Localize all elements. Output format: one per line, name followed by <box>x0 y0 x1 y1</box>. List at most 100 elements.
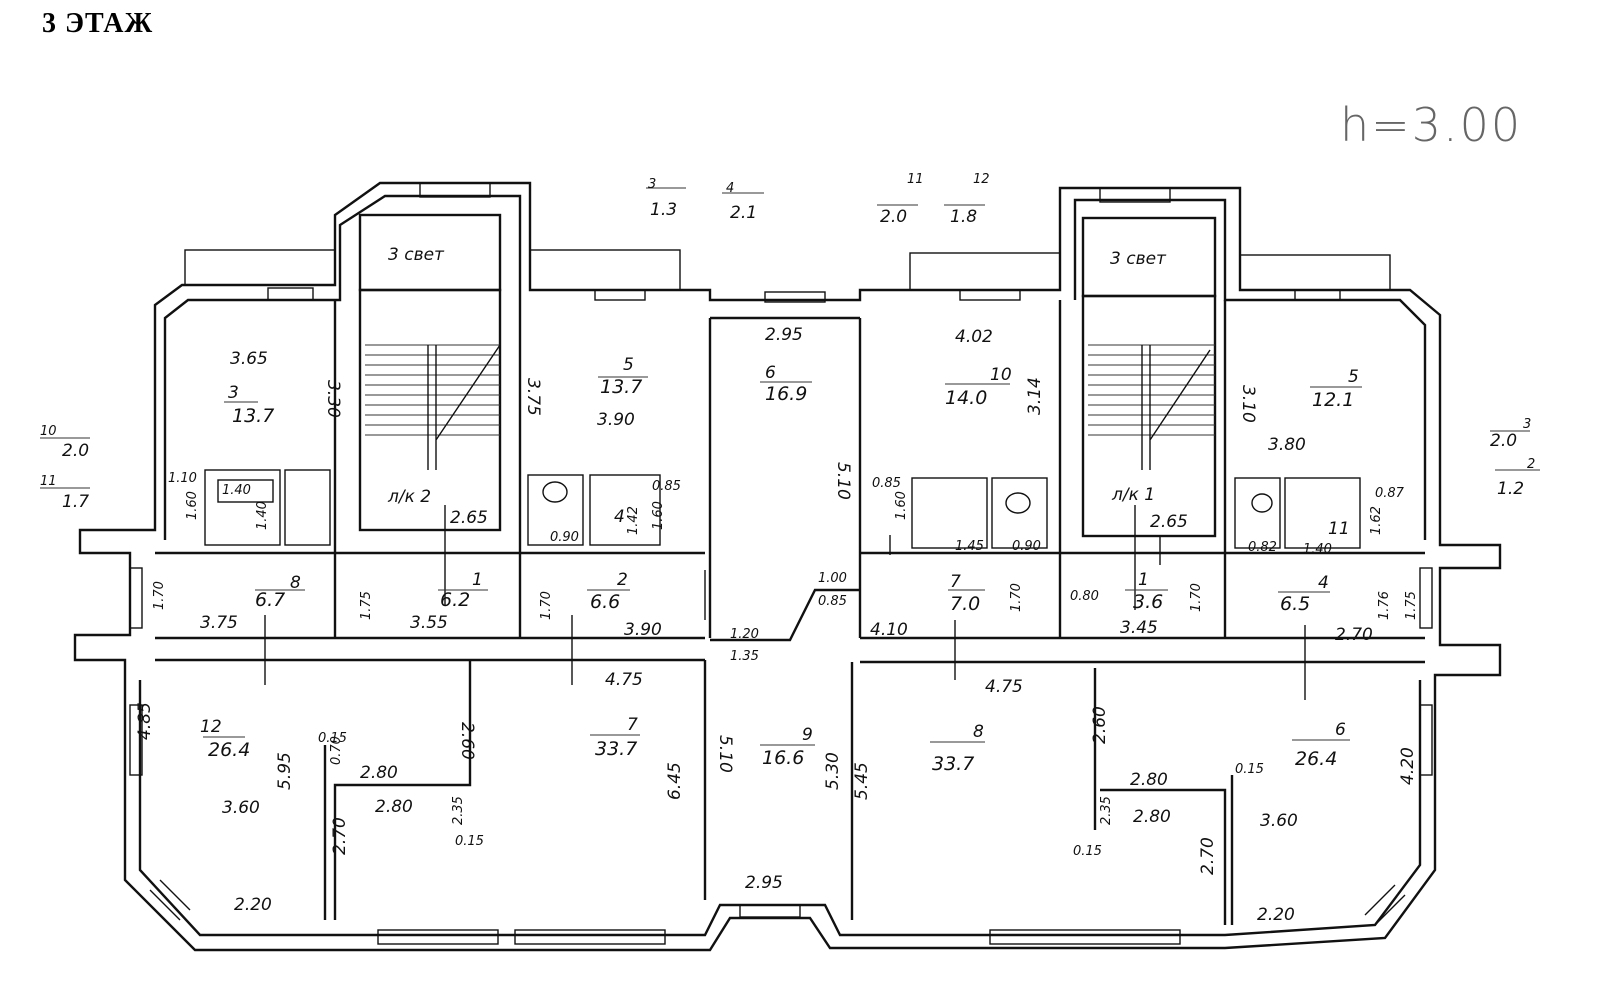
room-area: 16.6 <box>762 747 804 769</box>
windows <box>129 182 1433 945</box>
door-marks <box>264 505 1306 700</box>
side-note-area: 2.0 <box>62 441 89 461</box>
room-area: 16.9 <box>765 383 807 405</box>
dimension-label: 1.70 <box>1189 583 1204 612</box>
room-area: 26.4 <box>1295 748 1337 770</box>
dimension-label: 0.80 <box>1070 589 1099 604</box>
dimension-label: 0.15 <box>1073 844 1102 859</box>
dimension-label: 0.15 <box>455 834 484 849</box>
room-number: 12 <box>200 717 222 737</box>
dimension-label: 4.20 <box>1398 747 1418 785</box>
dimension-label: 2.80 <box>1130 770 1168 790</box>
room-area: 14.0 <box>945 387 987 409</box>
dimension-label: 1.35 <box>730 649 759 664</box>
side-note-number: 3 <box>648 177 656 192</box>
dimension-label: 0.87 <box>1375 486 1405 501</box>
area-fraction-lines <box>40 187 1540 746</box>
dimension-label: 4.75 <box>985 677 1023 697</box>
dimension-label: 5.30 <box>823 752 843 790</box>
room-area: 33.7 <box>595 738 637 760</box>
room-area: 7.0 <box>950 593 980 615</box>
stair-light-label-right: 3 свет <box>1110 249 1167 269</box>
ceiling-height-label: h=3.00 <box>1340 98 1523 152</box>
side-notes: 10 2.0 11 1.7 3 2.0 2 1.2 3 1.3 4 2.1 11… <box>40 172 1535 512</box>
dimension-label: 4.10 <box>870 620 908 640</box>
side-note-number: 2 <box>1527 457 1535 472</box>
dimension-label: 1.76 <box>1377 591 1392 620</box>
side-note-area: 1.2 <box>1497 479 1524 499</box>
side-note-area: 1.3 <box>650 200 677 220</box>
dimension-label: 2.20 <box>1257 905 1295 925</box>
dimension-label: 3.90 <box>624 620 662 640</box>
room-area: 6.5 <box>1280 593 1310 615</box>
room-labels: 3 13.7 5 13.7 6 16.9 10 14.0 5 12.1 8 6.… <box>200 355 1359 775</box>
dimension-label: 1.42 <box>626 506 641 535</box>
side-note-number: 12 <box>973 172 990 187</box>
dimension-label: 2.70 <box>1335 625 1373 645</box>
dimension-label: 3.60 <box>222 798 260 818</box>
dimension-label: 5.10 <box>715 735 735 773</box>
dimension-label: 1.62 <box>1369 506 1384 535</box>
room-number: 5 <box>1348 367 1359 387</box>
dimension-label: 0.85 <box>818 594 847 609</box>
room-number: 1 <box>472 570 483 590</box>
room-number: 3 <box>228 383 239 403</box>
dimension-label: 1.60 <box>651 501 666 530</box>
dimension-label: 3.55 <box>410 613 448 633</box>
dimension-label: 2.95 <box>765 325 803 345</box>
room-number: 6 <box>1335 720 1346 740</box>
stair-labels: 3 свет л/к 2 3 свет л/к 1 <box>387 245 1167 507</box>
room-number: 9 <box>802 725 813 745</box>
dimension-label: 2.80 <box>375 797 413 817</box>
dimension-label: 1.45 <box>955 539 984 554</box>
dimension-label: 1.75 <box>359 591 374 620</box>
dimension-label: 0.82 <box>1248 540 1277 555</box>
dimension-label: 3.30 <box>323 380 343 418</box>
dimension-label: 2.60 <box>457 722 477 760</box>
dimension-label: 1.75 <box>1404 591 1419 620</box>
room-number: 8 <box>973 722 984 742</box>
dimension-label: 4.85 <box>135 702 155 740</box>
dimension-label: 0.15 <box>318 731 347 746</box>
room-number: 7 <box>950 572 961 592</box>
bathroom-fixtures <box>204 469 1361 549</box>
room-area: 6.6 <box>590 591 620 613</box>
side-note-number: 11 <box>907 172 924 187</box>
room-number: 8 <box>290 573 301 593</box>
room-number: 6 <box>765 363 776 383</box>
dimension-label: 4.02 <box>955 327 993 347</box>
stairs <box>365 344 1215 470</box>
side-note-number: 11 <box>40 474 57 489</box>
dimension-label: 2.80 <box>360 763 398 783</box>
room-area: 6.2 <box>440 589 470 611</box>
dimension-label: 1.60 <box>894 491 909 520</box>
dimension-label: 1.70 <box>152 581 167 610</box>
dimensions: 3.65 3.30 3.75 3.90 2.95 4.02 3.14 3.10 … <box>135 325 1419 925</box>
dimension-label: 2.35 <box>1099 796 1114 825</box>
dimension-label: 2.70 <box>1198 837 1218 875</box>
room-area: 26.4 <box>208 739 250 761</box>
dimension-label: 5.95 <box>275 752 295 790</box>
dimension-label: 0.90 <box>1012 539 1041 554</box>
room-number: 4 <box>1318 573 1329 593</box>
dimension-label: 2.60 <box>1090 706 1110 744</box>
side-note-area: 2.0 <box>880 207 907 227</box>
room-number: 10 <box>990 365 1012 385</box>
side-note-area: 1.8 <box>950 207 977 227</box>
dimension-label: 1.40 <box>1303 542 1332 557</box>
dimension-label: 0.15 <box>1235 762 1264 777</box>
dimension-label: 1.70 <box>1009 583 1024 612</box>
room-area: 3.6 <box>1133 591 1163 613</box>
dimension-label: 1.40 <box>222 483 251 498</box>
room-number: 4 <box>614 507 625 527</box>
dimension-label: 1.40 <box>255 501 270 530</box>
dimension-label: 2.65 <box>1150 512 1188 532</box>
side-note-number: 3 <box>1523 417 1531 432</box>
dimension-label: 2.20 <box>234 895 272 915</box>
side-note-area: 2.0 <box>1490 431 1517 451</box>
room-number: 1 <box>1138 570 1149 590</box>
room-area: 13.7 <box>232 405 274 427</box>
dimension-label: 4.75 <box>605 670 643 690</box>
page-title: 3 ЭТАЖ <box>42 8 154 39</box>
